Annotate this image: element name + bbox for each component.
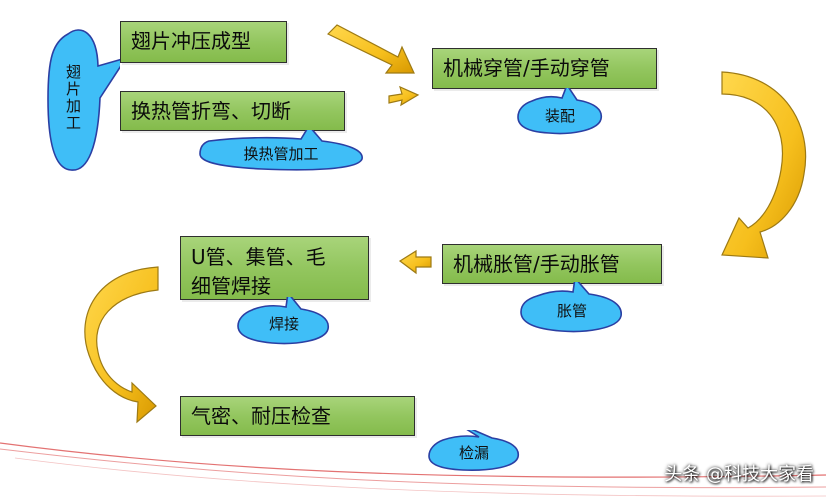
- welding-label-line-1: U管、集管、毛: [191, 245, 326, 269]
- leak-check-callout: 检漏: [427, 421, 521, 472]
- fin-processing-callout: 翅片加工: [46, 24, 128, 172]
- tube-bending-cutting-label: 换热管折弯、切断: [131, 99, 291, 123]
- tube-insertion-label: 机械穿管/手动穿管: [443, 56, 610, 80]
- toutiao-watermark: 头条 @科技大家看: [664, 464, 814, 485]
- assembly-callout-bubble: [517, 83, 603, 135]
- expansion-callout-label: 胀管: [556, 302, 587, 320]
- fin-processing-callout-bubble: [47, 29, 128, 171]
- tube-processing-callout-label: 换热管加工: [243, 145, 319, 163]
- tube-bending-cutting-box: 换热管折弯、切断: [120, 91, 345, 131]
- fin-stamping-box: 翅片冲压成型: [120, 21, 287, 63]
- welding-callout-label: 焊接: [268, 315, 299, 333]
- tube-expansion-label: 机械胀管/手动胀管: [453, 252, 620, 276]
- welding-callout-bubble: [237, 291, 329, 345]
- expansion-callout: 胀管: [519, 276, 625, 334]
- assembly-callout: 装配: [516, 83, 604, 136]
- welding-callout: 焊接: [236, 291, 332, 345]
- flow-arrow-expansion-to-welding: [398, 249, 432, 275]
- tube-processing-callout: 换热管加工: [198, 124, 364, 172]
- tube-processing-callout-bubble: [199, 124, 363, 171]
- flow-arrow-assembly-to-expansion: [721, 71, 807, 259]
- fin-stamping-label: 翅片冲压成型: [131, 29, 251, 53]
- welding-label-line-2: 细管焊接: [191, 274, 271, 298]
- fin-processing-callout-label: 翅片加工: [64, 64, 82, 132]
- flow-arrow-step-1-to-3: [326, 24, 415, 74]
- tube-insertion-box: 机械穿管/手动穿管: [432, 48, 657, 89]
- flow-arrow-welding-to-check: [84, 266, 159, 424]
- expansion-callout-bubble: [520, 276, 622, 333]
- welding-box: U管、集管、毛 细管焊接: [180, 236, 369, 300]
- air-tightness-check-label: 气密、耐压检查: [191, 404, 331, 428]
- assembly-callout-label: 装配: [544, 107, 575, 125]
- air-tightness-check-box: 气密、耐压检查: [180, 396, 415, 436]
- flow-arrow-step-2-to-3: [388, 85, 420, 107]
- leak-check-callout-label: 检漏: [458, 444, 489, 462]
- leak-check-callout-bubble: [428, 421, 520, 471]
- tube-expansion-box: 机械胀管/手动胀管: [442, 244, 662, 284]
